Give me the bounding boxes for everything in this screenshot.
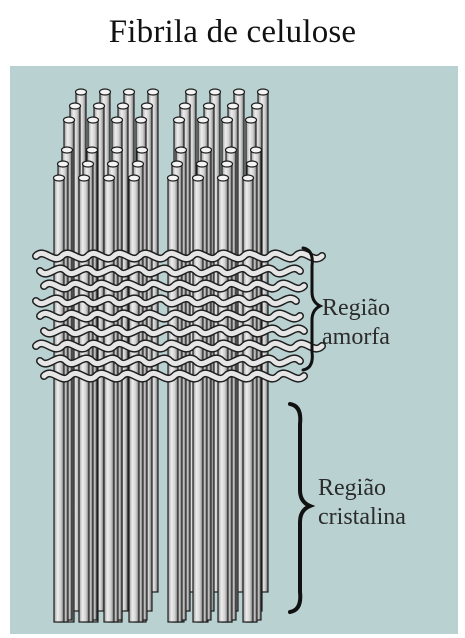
cellulose-rod (104, 175, 115, 622)
amorphous-label-line1: Região (322, 294, 390, 323)
cellulose-rod (54, 175, 65, 622)
amorphous-region-label: Região amorfa (322, 294, 390, 352)
amorphous-chain (40, 358, 300, 363)
crystalline-label-line1: Região (318, 474, 406, 503)
cellulose-rod (193, 175, 204, 622)
crystalline-brace (290, 404, 310, 612)
amorphous-chain (44, 328, 304, 333)
amorphous-chain (40, 268, 300, 273)
amorphous-label-line2: amorfa (322, 323, 390, 352)
cellulose-rod (168, 175, 179, 622)
amorphous-chain (40, 313, 300, 318)
cellulose-rod (79, 175, 90, 622)
cellulose-rod (243, 175, 254, 622)
amorphous-region-chains (36, 253, 322, 378)
amorphous-chain (44, 373, 304, 378)
crystalline-region-label: Região cristalina (318, 474, 406, 532)
amorphous-chain (44, 283, 304, 288)
crystalline-label-line2: cristalina (318, 503, 406, 532)
cellulose-rod (129, 175, 140, 622)
amorphous-chain (36, 298, 296, 303)
cellulose-rod (218, 175, 229, 622)
